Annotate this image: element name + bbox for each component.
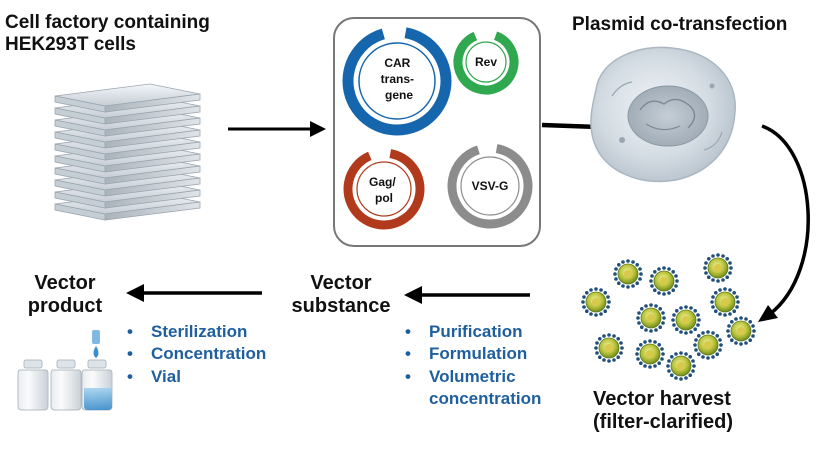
substance-steps-list: Purification Formulation Volumetric conc… xyxy=(403,321,583,411)
virus-particle-icon xyxy=(703,253,733,283)
virus-particle-icon xyxy=(693,330,723,360)
virus-particle-icon xyxy=(649,266,679,296)
cell-factory-stack xyxy=(54,83,201,221)
vector-product-line1: Vector xyxy=(34,272,96,294)
vsvg-plasmid-icon: VSV-G xyxy=(447,143,533,229)
vector-substance-line1: Vector xyxy=(310,272,372,294)
virus-particle-icon xyxy=(635,339,665,369)
vector-harvest-particles xyxy=(581,253,756,381)
step-formulation: Formulation xyxy=(403,343,583,366)
vector-harvest-line2: (filter-clarified) xyxy=(593,411,734,433)
vector-product-title: Vector product xyxy=(20,272,110,318)
vector-harvest-title: Vector harvest (filter-clarified) xyxy=(593,388,733,434)
hek293t-cell-image xyxy=(590,46,736,183)
step-purification: Purification xyxy=(403,321,583,344)
vector-substance-line2: substance xyxy=(291,295,391,317)
arrow-to-product xyxy=(126,284,262,302)
virus-particle-icon xyxy=(581,287,611,317)
car-plasmid-label: CAR trans- gene xyxy=(381,56,418,102)
cell-factory-title: Cell factory containing HEK293T cells xyxy=(5,12,210,56)
cell-factory-title-line1: Cell factory containing xyxy=(5,12,210,33)
rev-plasmid-label: Rev xyxy=(475,55,497,69)
gagpol-plasmid-icon: Gag/ pol xyxy=(343,148,425,230)
arrow-to-substance xyxy=(404,286,530,304)
step-sterilization: Sterilization xyxy=(125,321,305,344)
rev-plasmid-icon: Rev xyxy=(453,29,519,95)
plasmid-panel: CAR trans- gene Rev Gag/ pol VSV-G xyxy=(333,17,541,247)
virus-particle-icon xyxy=(710,287,740,317)
virus-particle-icon xyxy=(613,259,643,289)
vector-product-line2: product xyxy=(27,295,103,317)
cell-factory-plate xyxy=(54,83,201,113)
gagpol-plasmid-label: Gag/ pol xyxy=(369,175,399,205)
virus-particle-icon xyxy=(666,351,696,381)
vector-harvest-line1: Vector harvest xyxy=(593,388,731,410)
virus-particle-icon xyxy=(594,333,624,363)
virus-particle-icon xyxy=(636,303,666,333)
cell-factory-title-line2: HEK293T cells xyxy=(5,33,136,55)
product-steps-list: Sterilization Concentration Vial xyxy=(125,321,305,389)
virus-particle-icon xyxy=(671,305,701,335)
step-concentration: Concentration xyxy=(125,343,305,366)
vector-substance-title: Vector substance xyxy=(286,272,396,318)
arrow-to-plasmids xyxy=(228,121,326,137)
vial-icon xyxy=(17,359,49,411)
step-vial: Vial xyxy=(125,366,305,389)
vials-image xyxy=(17,330,113,411)
virus-particle-icon xyxy=(726,316,756,346)
step-volumetric-concentration: Volumetric concentration xyxy=(403,366,569,411)
plasmid-cotransfection-title: Plasmid co-transfection xyxy=(572,14,788,35)
car-plasmid-icon: CAR trans- gene xyxy=(342,26,452,136)
arrow-to-harvest xyxy=(758,124,810,322)
filling-vial-icon xyxy=(81,330,113,411)
vsvg-plasmid-label: VSV-G xyxy=(472,179,509,193)
vial-icon xyxy=(50,359,82,411)
